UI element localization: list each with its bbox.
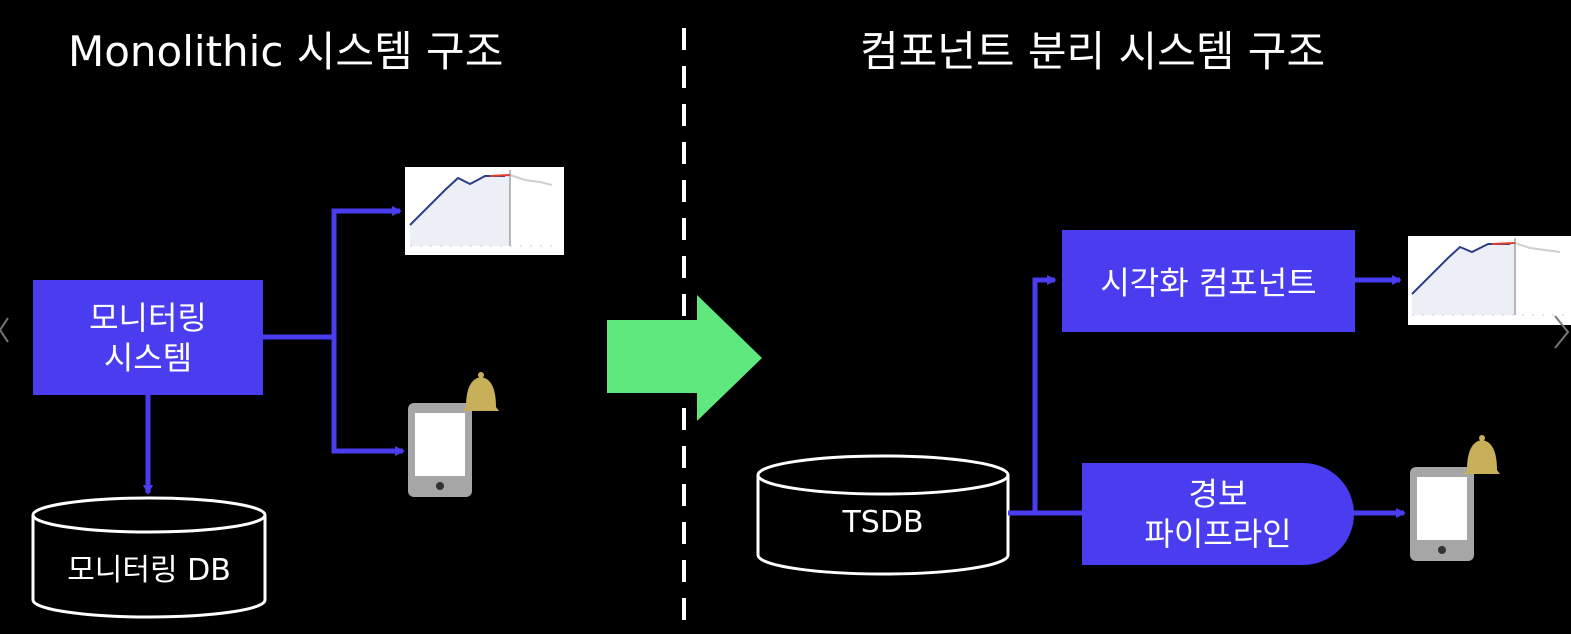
phone-right [1410,467,1474,561]
title-monolithic: Monolithic 시스템 구조 [68,27,504,76]
db-left-cylinder [31,496,267,619]
alert-pipeline-box: 경보 파이프라인 [1082,463,1354,565]
visualization-label: 시각화 컴포넌트 [1100,264,1317,302]
bell-right [1464,435,1500,474]
monitoring-system-line1: 모니터링 [89,298,207,337]
arrow-to-chart-left [331,206,402,337]
monitoring-db-label: 모니터링 DB [67,553,231,588]
arrow-to-viz [1032,275,1057,513]
chevron-right-icon [1554,315,1570,349]
chevron-left-icon [0,317,9,343]
phone-left [408,403,472,497]
tsdb-label: TSDB [842,505,924,540]
monitoring-system-box: 모니터링 시스템 [33,280,263,395]
arrow-to-phone-left [331,337,405,456]
monitoring-system-line2: 시스템 [103,338,193,377]
tsdb-cylinder [756,454,1010,576]
bell-left [463,372,499,411]
alert-pipeline-line2: 파이프라인 [1144,515,1292,553]
right-connectors [1008,275,1406,518]
chart-thumbnail-left [405,167,564,255]
title-component: 컴포넌트 분리 시스템 구조 [860,27,1326,76]
chart-thumbnail-right [1408,236,1571,325]
left-connectors [143,206,405,495]
transition-arrow-icon [607,295,762,421]
visualization-component-box: 시각화 컴포넌트 [1062,230,1355,332]
alert-pipeline-line1: 경보 [1188,475,1248,513]
